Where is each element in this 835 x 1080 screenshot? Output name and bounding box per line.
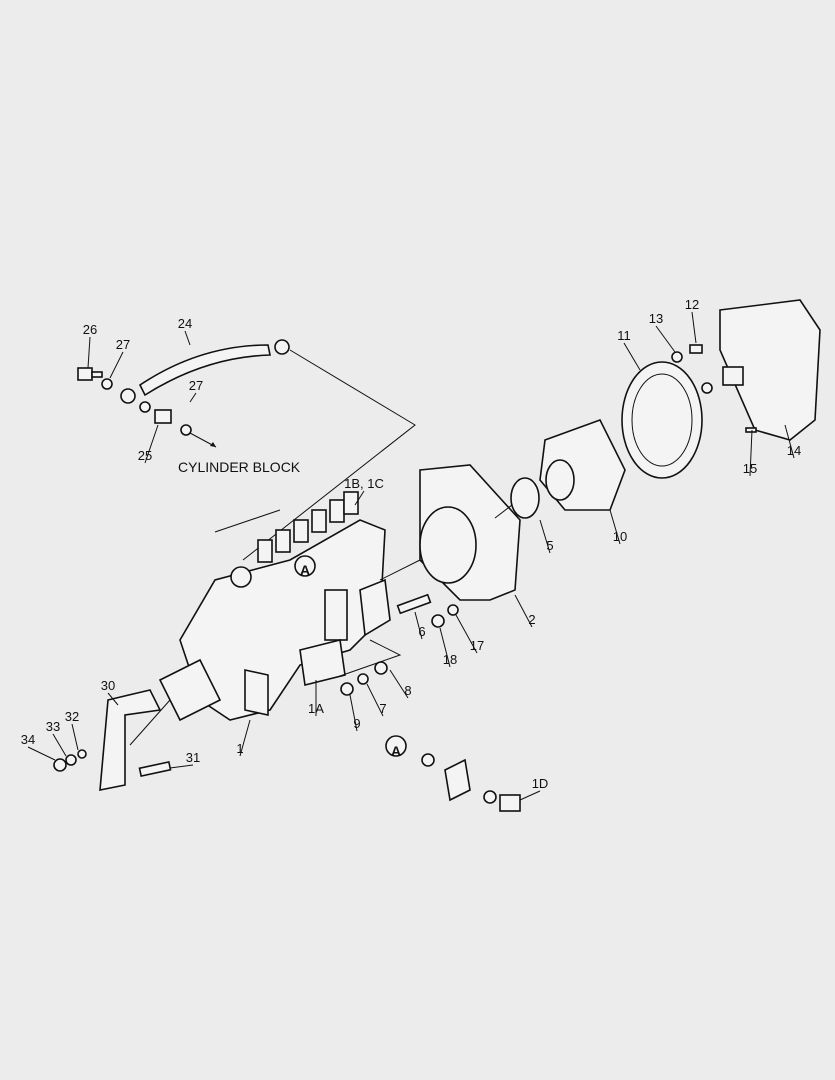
callout-17: 17	[455, 614, 484, 654]
callout-label: 6	[418, 624, 425, 639]
leader-line	[189, 392, 197, 403]
callout-6: 6	[414, 611, 426, 640]
callout-24: 24	[178, 316, 192, 346]
callout-label: 25	[138, 448, 152, 463]
callout-label: 5	[546, 538, 553, 553]
callout-label: 12	[685, 297, 699, 312]
leader-line	[144, 424, 159, 464]
callout-30: 30	[101, 678, 119, 706]
callout-9: 9	[349, 694, 361, 732]
leader-line	[539, 519, 551, 554]
gear	[621, 361, 703, 479]
callout-32: 32	[65, 709, 79, 751]
callout-label: 18	[443, 652, 457, 667]
callout-18: 18	[439, 627, 457, 668]
callout-label: 17	[470, 638, 484, 653]
callout-label: 27	[189, 378, 203, 393]
callout-8: 8	[389, 669, 412, 699]
leader-line	[169, 764, 194, 769]
callout-label: 14	[787, 443, 801, 458]
leader-line	[27, 746, 56, 761]
leader-line	[107, 692, 119, 706]
callout-11: 11	[617, 328, 641, 371]
callout-label: 15	[743, 461, 757, 476]
callout-14: 14	[784, 424, 801, 459]
callout-33: 33	[46, 719, 67, 757]
leader-line	[366, 683, 384, 717]
callout-label: 33	[46, 719, 60, 734]
callout-label: 1B, 1C	[344, 476, 384, 491]
callout-label: 8	[404, 683, 411, 698]
leader-line	[455, 614, 478, 654]
callout-1a: 1A	[308, 680, 324, 716]
callout-label: 1	[236, 741, 243, 756]
callout-label: 26	[83, 322, 97, 337]
leader-line	[623, 342, 641, 371]
callout-label: 32	[65, 709, 79, 724]
callout-label: A	[300, 562, 310, 578]
callout-label: 1A	[308, 701, 324, 716]
leader-line	[439, 627, 451, 668]
callout-label: 24	[178, 316, 192, 331]
callout-25: 25	[138, 424, 159, 464]
leader-line	[87, 336, 91, 369]
callout-label: 13	[649, 311, 663, 326]
callout-7: 7	[366, 683, 387, 717]
callout-label: 30	[101, 678, 115, 693]
leader-line	[414, 611, 423, 640]
leader-line	[655, 325, 676, 353]
leader-line	[52, 733, 67, 757]
leader-line	[514, 594, 533, 628]
callout-1d: 1D	[519, 776, 549, 801]
callout-label: 31	[186, 750, 200, 765]
leader-line	[609, 509, 621, 545]
callout-27: 27	[109, 337, 130, 379]
leader-line	[71, 723, 79, 751]
leader-line	[109, 351, 124, 379]
callout-27: 27	[189, 378, 203, 403]
leader-line	[749, 429, 753, 477]
leader-line	[519, 790, 541, 801]
callout-10: 10	[609, 509, 627, 545]
leader-line	[389, 669, 409, 699]
leader-line	[184, 330, 191, 346]
cover-gasket	[719, 299, 821, 441]
callout-label: 1D	[532, 776, 549, 791]
callout-1: 1	[236, 719, 251, 757]
hose-assembly	[77, 339, 290, 448]
callout-label: 9	[353, 716, 360, 731]
callout-label: 10	[613, 529, 627, 544]
leader-line	[784, 424, 795, 459]
callout-label: 7	[379, 701, 386, 716]
callout-a: A	[300, 562, 310, 578]
leader-line	[691, 311, 697, 344]
callout-34: 34	[21, 732, 56, 761]
callout-12: 12	[685, 297, 699, 344]
leader-line	[354, 490, 365, 506]
leader-line	[349, 694, 358, 732]
callout-5: 5	[539, 519, 554, 554]
callout-15: 15	[743, 429, 757, 477]
bracket	[99, 689, 162, 791]
callout-1b1c: 1B, 1C	[344, 476, 384, 506]
callout-label: 11	[617, 328, 631, 343]
injection-pump	[158, 491, 391, 722]
leader-line	[239, 719, 251, 757]
callout-label: 27	[116, 337, 130, 352]
callout-a: A	[391, 743, 401, 759]
callout-label: 2	[528, 612, 535, 627]
callout-26: 26	[83, 322, 97, 369]
callout-31: 31	[169, 750, 200, 769]
callout-2: 2	[514, 594, 536, 628]
callout-13: 13	[649, 311, 676, 353]
cylinder-block-note: CYLINDER BLOCK	[178, 459, 301, 475]
callout-label: 34	[21, 732, 35, 747]
callout-label: A	[391, 743, 401, 759]
